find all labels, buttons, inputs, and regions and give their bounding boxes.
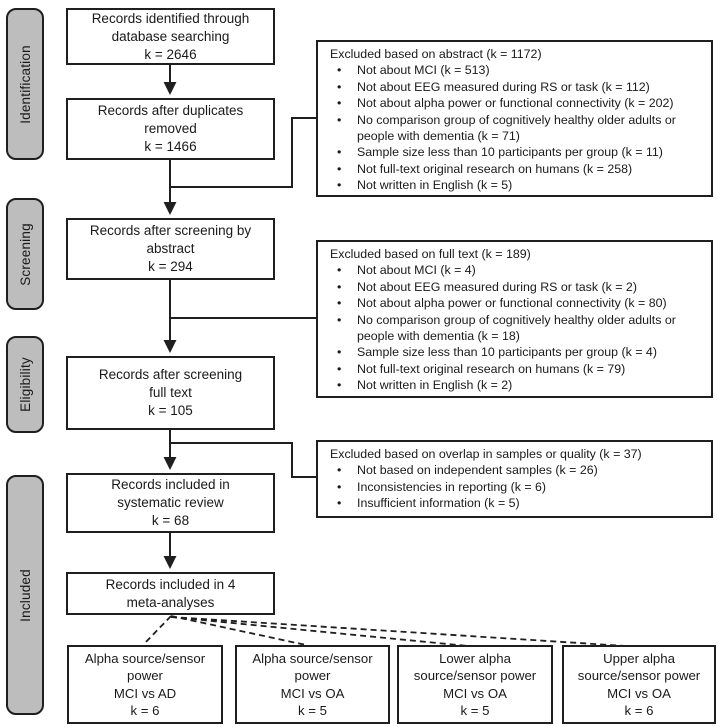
meta-box-count: k = 5 xyxy=(298,703,327,718)
meta-box-line: MCI vs OA xyxy=(607,685,671,701)
exclusion-list: Not about MCI (k = 4) Not about EEG meas… xyxy=(324,262,705,394)
stage-label: Identification xyxy=(17,44,33,124)
dashed-link-meta-3 xyxy=(170,616,469,647)
flow-box-line: abstract xyxy=(146,241,195,256)
exclusion-item: Not about EEG measured during RS or task… xyxy=(324,79,705,96)
flow-box-line: Records included in xyxy=(111,477,230,492)
meta-box-line: source/sensor power xyxy=(413,668,537,683)
exclusion-item: Insufficient information (k = 5) xyxy=(324,495,705,512)
flow-box-line: database searching xyxy=(111,28,230,44)
flow-box-count: k = 2646 xyxy=(144,46,197,62)
flow-box-meta-analyses: Records included in 4 meta-analyses xyxy=(66,572,275,615)
flow-box-line: removed xyxy=(144,121,197,136)
meta-box-lower-alpha-mci-oa: Lower alpha source/sensor power MCI vs O… xyxy=(397,645,553,724)
dashed-link-meta-2 xyxy=(170,615,307,646)
meta-box-count: k = 6 xyxy=(624,703,654,718)
flow-box-line: Records included in 4 xyxy=(105,576,236,592)
stage-eligibility: Eligibility xyxy=(6,336,44,433)
exclusion-item: No comparison group of cognitively healt… xyxy=(324,112,705,145)
exclusion-box-overlap-quality: Excluded based on overlap in samples or … xyxy=(316,440,713,518)
exclusion-item: Not about MCI (k = 513) xyxy=(324,62,705,79)
flow-box-line: Records identified through xyxy=(91,10,250,26)
stage-label: Included xyxy=(17,568,33,622)
meta-box-line: MCI vs AD xyxy=(113,685,177,701)
meta-box-line: Lower alpha xyxy=(439,650,511,666)
meta-box-alpha-mci-ad: Alpha source/sensor power MCI vs AD k = … xyxy=(67,645,223,724)
exclusion-title: Excluded based on overlap in samples or … xyxy=(330,447,642,461)
exclusion-title: Excluded based on full text (k = 189) xyxy=(330,247,531,261)
exclusion-title: Excluded based on abstract (k = 1172) xyxy=(330,47,542,61)
stage-screening: Screening xyxy=(6,198,44,310)
exclusion-item: Sample size less than 10 participants pe… xyxy=(324,144,705,161)
flow-box-line: Records after duplicates xyxy=(97,103,244,118)
exclusion-item: Not written in English (k = 2) xyxy=(324,377,705,394)
stage-included: Included xyxy=(6,475,44,715)
flow-box-count: k = 294 xyxy=(148,259,193,274)
flow-box-count: k = 1466 xyxy=(144,139,197,154)
exclusion-item: Not about EEG measured during RS or task… xyxy=(324,279,705,296)
flow-box-identified: Records identified through database sear… xyxy=(66,8,275,65)
flow-box-line: Records after screening xyxy=(98,367,243,382)
exclusion-item: Inconsistencies in reporting (k = 6) xyxy=(324,479,705,496)
meta-box-line: Alpha source/sensor xyxy=(252,650,373,666)
exclusion-list: Not about MCI (k = 513) Not about EEG me… xyxy=(324,62,705,194)
exclusion-item: Not about alpha power or functional conn… xyxy=(324,295,705,312)
meta-box-line: Upper alpha xyxy=(603,650,675,666)
exclusion-item: No comparison group of cognitively healt… xyxy=(324,312,705,345)
stage-label: Eligibility xyxy=(17,357,33,412)
exclusion-item: Not about alpha power or functional conn… xyxy=(324,95,705,112)
flow-box-count: k = 105 xyxy=(148,403,193,418)
meta-box-upper-alpha-mci-oa: Upper alpha source/sensor power MCI vs O… xyxy=(562,645,716,724)
flow-box-screened-fulltext: Records after screening full text k = 10… xyxy=(66,356,275,430)
meta-box-count: k = 5 xyxy=(460,703,490,718)
exclusion-item: Not full-text original research on human… xyxy=(324,161,705,178)
stage-identification: Identification xyxy=(6,8,44,160)
dashed-link-meta-1 xyxy=(143,615,172,645)
exclusion-list: Not based on independent samples (k = 26… xyxy=(324,462,705,512)
flow-box-count: k = 68 xyxy=(151,513,190,528)
exclusion-item: Not about MCI (k = 4) xyxy=(324,262,705,279)
flow-box-line: systematic review xyxy=(117,495,224,510)
meta-box-line: power xyxy=(127,668,163,683)
exclusion-box-fulltext: Excluded based on full text (k = 189) No… xyxy=(316,240,713,398)
exclusion-item: Not written in English (k = 5) xyxy=(324,177,705,194)
flow-box-line: Records after screening by xyxy=(89,223,252,238)
branch-to-excluded-overlap xyxy=(170,442,316,478)
meta-box-line: Alpha source/sensor xyxy=(84,650,206,666)
stage-label: Screening xyxy=(17,222,33,286)
meta-box-line: MCI vs OA xyxy=(443,685,507,701)
flow-box-line: full text xyxy=(149,385,192,400)
exclusion-item: Not full-text original research on human… xyxy=(324,361,705,378)
meta-box-alpha-mci-oa: Alpha source/sensor power MCI vs OA k = … xyxy=(235,645,390,724)
exclusion-item: Not based on independent samples (k = 26… xyxy=(324,462,705,479)
flow-box-line: meta-analyses xyxy=(126,594,215,610)
flow-box-duplicates-removed: Records after duplicates removed k = 146… xyxy=(66,98,275,160)
flow-box-screened-abstract: Records after screening by abstract k = … xyxy=(66,218,275,280)
exclusion-box-abstract: Excluded based on abstract (k = 1172) No… xyxy=(316,40,713,197)
exclusion-item: Sample size less than 10 participants pe… xyxy=(324,344,705,361)
flow-box-systematic-review: Records included in systematic review k … xyxy=(66,473,275,533)
meta-box-line: MCI vs OA xyxy=(280,685,345,701)
meta-box-line: power xyxy=(294,668,331,683)
meta-box-count: k = 6 xyxy=(130,703,160,718)
meta-box-line: source/sensor power xyxy=(577,668,701,683)
dashed-link-meta-4 xyxy=(170,616,627,647)
